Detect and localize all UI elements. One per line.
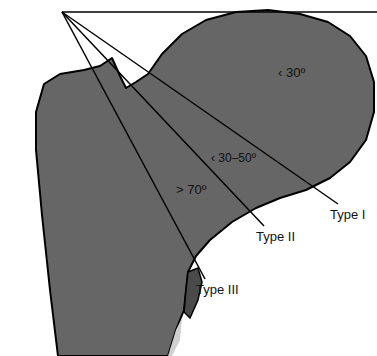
type-label: Type III bbox=[196, 283, 239, 297]
shaft-edge-highlight bbox=[168, 318, 182, 356]
type-i-angle-line bbox=[62, 12, 338, 204]
type-ii-angle-line bbox=[62, 12, 264, 226]
type-iii-angle-line bbox=[62, 12, 205, 279]
horizontal-reference-line bbox=[62, 11, 377, 13]
type-label: Type II bbox=[256, 230, 295, 244]
type-label: Type I bbox=[330, 208, 365, 222]
angle-label: > 70º bbox=[176, 183, 206, 197]
femur-outline bbox=[36, 10, 374, 356]
angle-label: ‹ 30º bbox=[278, 66, 305, 80]
angle-label: ‹ 30–50º bbox=[211, 152, 256, 165]
